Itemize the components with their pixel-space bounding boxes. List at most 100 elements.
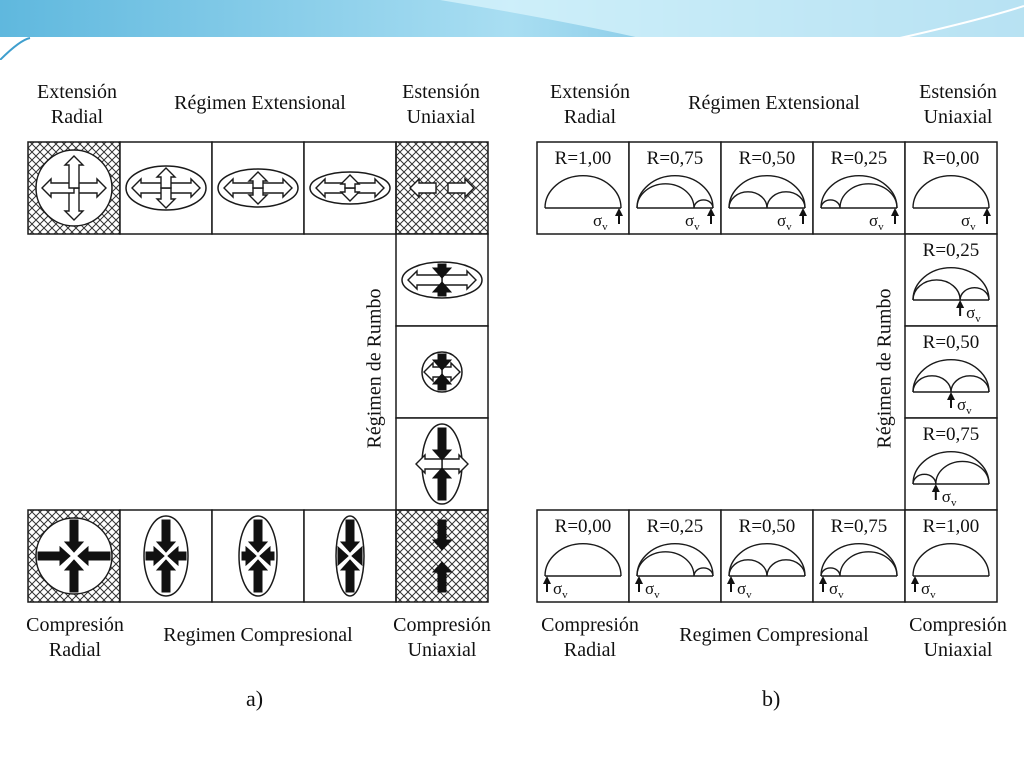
sigma-v-arrowhead-icon (819, 576, 827, 584)
sigma-v-arrowhead-icon (707, 208, 715, 216)
mohr-circle-outer (820, 543, 898, 577)
r-value-label: R=0,50 (923, 332, 980, 353)
sigma-v-arrowhead-icon (983, 208, 991, 216)
outward-arrow-icon (63, 155, 85, 189)
panel-b-corner-bottom-right: Compresión Uniaxial (909, 614, 1007, 661)
outward-arrow-icon (407, 269, 443, 291)
inward-arrow-icon (431, 373, 453, 391)
panel-b-top-regime-label: Régimen Extensional (688, 92, 860, 114)
mohr-circle-inner (820, 567, 841, 577)
mohr-circle-outer (912, 451, 990, 485)
outward-arrow-icon (155, 167, 177, 189)
mohr-circle-outer (912, 543, 990, 577)
inward-arrow-icon (339, 559, 361, 593)
panel-b-bottom-regime-label: Regimen Compresional (679, 624, 869, 646)
sigma-v-arrowhead-icon (947, 392, 955, 400)
panel-b-corner-bottom-left: Compresión Radial (541, 614, 639, 661)
panel-a-ellipse (238, 515, 278, 597)
slide-banner-decoration (0, 0, 1024, 60)
sigma-v-arrowhead-icon (891, 208, 899, 216)
inward-arrow-icon (337, 545, 349, 567)
inward-arrow-icon (431, 467, 453, 501)
panel-b-corner-top-right: Estensión Uniaxial (919, 81, 997, 128)
mohr-circle-outer (636, 175, 714, 209)
inward-arrow-icon (167, 545, 187, 567)
panel-b-corner-top-left: Extensión Radial (550, 81, 630, 128)
r-value-label: R=0,75 (647, 148, 704, 169)
mohr-circle-outer (636, 543, 714, 577)
mohr-circle-inner (636, 183, 695, 209)
sigma-v-arrowhead-icon (543, 576, 551, 584)
sigma-v-subscript: v (786, 221, 792, 233)
mohr-circle-inner (636, 551, 695, 577)
r-value-label: R=1,00 (923, 516, 980, 537)
panel-a-top-regime-label: Régimen Extensional (174, 92, 346, 114)
sigma-v-arrowhead-icon (799, 208, 807, 216)
r-value-label: R=0,75 (923, 424, 980, 445)
panel-b-grid: R=1,00σvR=0,75σvR=0,50σvR=0,25σvR=0,00σv… (536, 141, 998, 603)
outward-arrow-icon (447, 177, 475, 199)
mohr-circle-inner (839, 183, 898, 209)
mohr-circle-outer (820, 175, 898, 209)
r-value-label: R=0,50 (739, 516, 796, 537)
inward-arrow-icon (259, 545, 275, 567)
inward-arrow-icon (339, 519, 361, 553)
inward-arrow-icon (431, 263, 453, 279)
inward-arrow-icon (77, 545, 111, 567)
mohr-circle-outer (728, 175, 806, 209)
panel-a-caption: a) (246, 686, 264, 711)
mohr-circle-outer (544, 543, 622, 577)
mohr-circle-inner (693, 199, 714, 209)
sigma-v-subscript: v (838, 589, 844, 601)
mohr-circle-inner (766, 559, 806, 577)
inward-arrow-icon (431, 427, 453, 461)
panel-a-corner-bottom-left: Compresión Radial (26, 614, 124, 661)
panel-a-ellipse (143, 515, 189, 597)
outward-arrow-icon (247, 187, 269, 205)
mohr-circle-inner (912, 473, 937, 485)
panel-a-corner-bottom-right: Compresión Uniaxial (393, 614, 491, 661)
panel-a-corner-top-right: Estensión Uniaxial (402, 81, 480, 128)
sigma-v-subscript: v (746, 589, 752, 601)
panel-a-ellipse (335, 515, 365, 597)
sigma-v-arrowhead-icon (931, 484, 940, 492)
sigma-v-subscript: v (694, 221, 700, 233)
inward-arrow-icon (155, 519, 177, 553)
inward-arrow-icon (351, 545, 363, 567)
inward-arrow-icon (155, 559, 177, 593)
inward-arrow-icon (431, 353, 453, 371)
inward-arrow-icon (431, 281, 453, 297)
sigma-v-subscript: v (951, 497, 957, 509)
mohr-circle-inner (728, 191, 768, 209)
mohr-circle-inner (959, 287, 990, 301)
sigma-v-subscript: v (878, 221, 884, 233)
sigma-v-subscript: v (966, 405, 972, 417)
sigma-v-arrowhead-icon (956, 300, 965, 308)
panel-a-bottom-regime-label: Regimen Compresional (163, 624, 353, 646)
sigma-v-arrowhead-icon (615, 208, 623, 216)
sigma-v-subscript: v (970, 221, 976, 233)
panel-a-side-regime-label: Régimen de Rumbo (363, 288, 386, 449)
panel-a-radial-compression-circle (35, 517, 113, 595)
mohr-circle-outer (728, 543, 806, 577)
outward-arrow-icon (155, 187, 177, 209)
inward-arrow-icon (63, 559, 85, 593)
mohr-circle-inner (950, 375, 990, 393)
outward-arrow-icon (415, 453, 443, 475)
mohr-circle-inner (912, 279, 961, 301)
mohr-circle-inner (766, 191, 806, 209)
mohr-circle-outer (912, 267, 990, 301)
mohr-circle-outer (912, 359, 990, 393)
inward-arrow-icon (241, 545, 257, 567)
sigma-v-subscript: v (562, 589, 568, 601)
inward-arrow-icon (247, 519, 269, 553)
r-value-label: R=0,50 (739, 148, 796, 169)
inward-arrow-icon (431, 519, 453, 551)
panel-a-corner-top-left: Extensión Radial (37, 81, 117, 128)
inward-arrow-icon (247, 559, 269, 593)
inward-arrow-icon (37, 545, 71, 567)
outward-arrow-icon (247, 171, 269, 189)
outward-arrow-icon (339, 174, 361, 189)
mohr-circle-inner (693, 567, 714, 577)
